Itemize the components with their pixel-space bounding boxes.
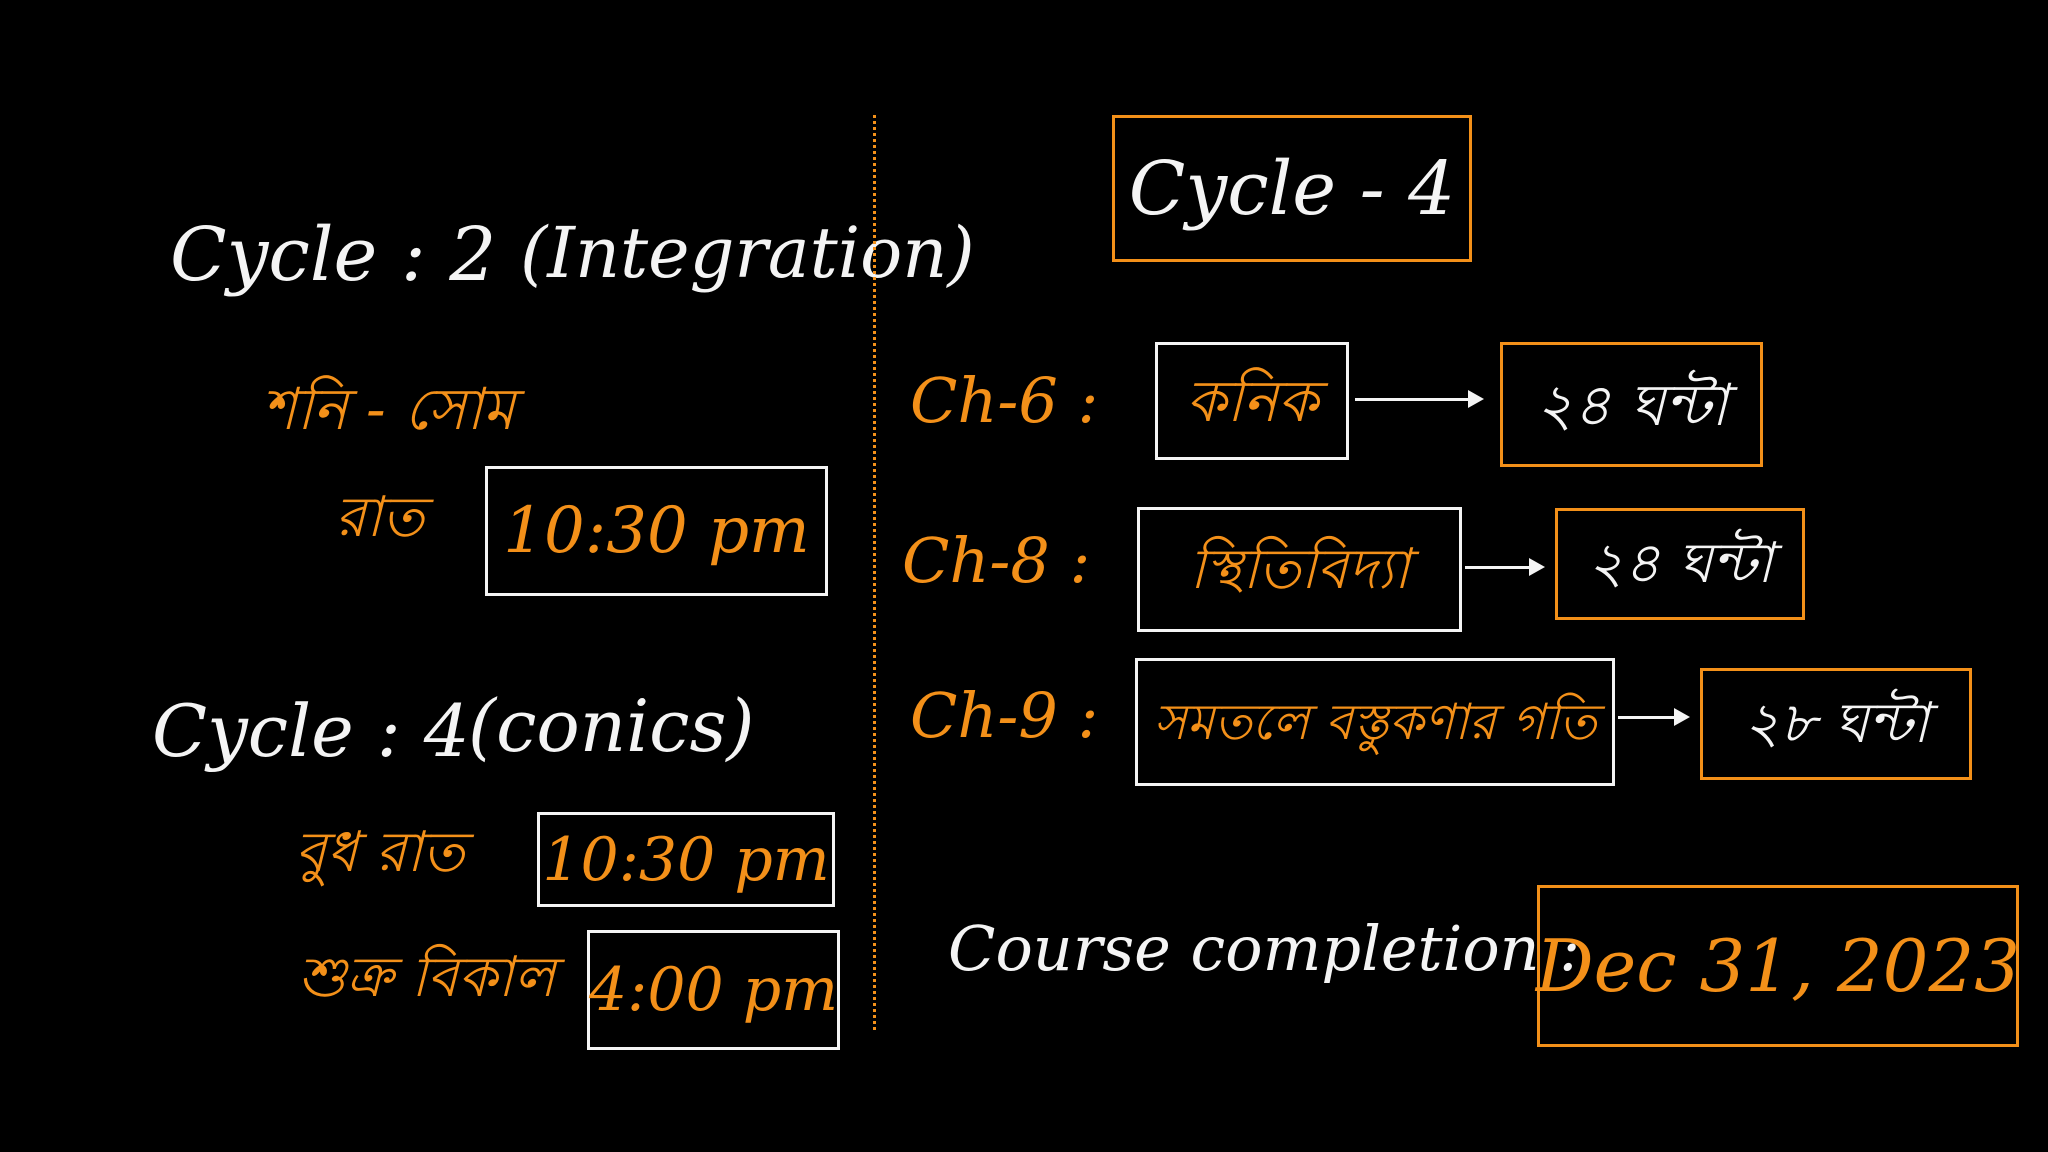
- chapter-code-ch6: Ch-6 :: [910, 364, 1099, 437]
- chapter-name-box-ch6: কনিক: [1155, 342, 1349, 460]
- chapter-name-ch8: স্থিতিবিদ্যা: [1189, 536, 1410, 602]
- chapter-code-ch8: Ch-8 :: [902, 524, 1091, 597]
- cycle4-label: Cycle : 4: [152, 689, 470, 773]
- chapter-hours-box-ch8: ২৪ ঘন্টা: [1555, 508, 1805, 620]
- chapter-hours-ch9: ২৮ ঘন্টা: [1743, 691, 1929, 756]
- arrow-ch8: [1465, 558, 1545, 576]
- arrow-ch9: [1618, 708, 1690, 726]
- cycle4-slot2-time: 4:00 pm: [588, 955, 839, 1025]
- cycle2-time-prefix: রাত: [335, 485, 425, 550]
- dotted-divider: [873, 115, 876, 1030]
- chapter-name-ch9: সমতলে বস্তুকণার গতি: [1153, 693, 1597, 751]
- chapter-name-box-ch9: সমতলে বস্তুকণার গতি: [1135, 658, 1615, 786]
- cycle2-time: 10:30 pm: [503, 494, 810, 568]
- cycle4-heading-box: Cycle - 4: [1112, 115, 1472, 262]
- cycle4-slot1-time-box: 10:30 pm: [537, 812, 835, 907]
- cycle4-heading: Cycle - 4: [1128, 145, 1456, 232]
- chapter-name-ch6: কনিক: [1185, 367, 1319, 435]
- cycle2-day: শনি - সোম: [262, 375, 515, 443]
- cycle4-slot2-time-box: 4:00 pm: [587, 930, 840, 1050]
- chapter-hours-ch6: ২৪ ঘন্টা: [1535, 370, 1728, 439]
- cycle4-slot1-day: বুধ রাত: [295, 820, 465, 885]
- course-completion-date-box: Dec 31, 2023: [1535, 885, 2021, 1047]
- chapter-hours-box-ch9: ২৮ ঘন্টা: [1700, 668, 1972, 780]
- course-completion-date: Dec 31, 2023: [1535, 924, 2021, 1008]
- chapter-hours-box-ch6: ২৪ ঘন্টা: [1500, 342, 1763, 467]
- cycle2-time-box: 10:30 pm: [485, 466, 828, 596]
- cycle4-topic: (conics): [468, 684, 755, 768]
- cycle4-slot1-time: 10:30 pm: [542, 824, 830, 895]
- arrow-ch6: [1355, 390, 1484, 408]
- cycle4-slot2-day: শুক্র বিকাল: [298, 945, 556, 1010]
- chapter-code-ch9: Ch-9 :: [910, 679, 1099, 752]
- chapter-hours-ch8: ২৪ ঘন্টা: [1587, 531, 1773, 596]
- cycle2-topic: (Integration): [520, 212, 975, 294]
- course-completion-label: Course completion :: [948, 912, 1581, 985]
- chapter-name-box-ch8: স্থিতিবিদ্যা: [1137, 507, 1462, 632]
- cycle2-label: Cycle : 2: [170, 212, 497, 298]
